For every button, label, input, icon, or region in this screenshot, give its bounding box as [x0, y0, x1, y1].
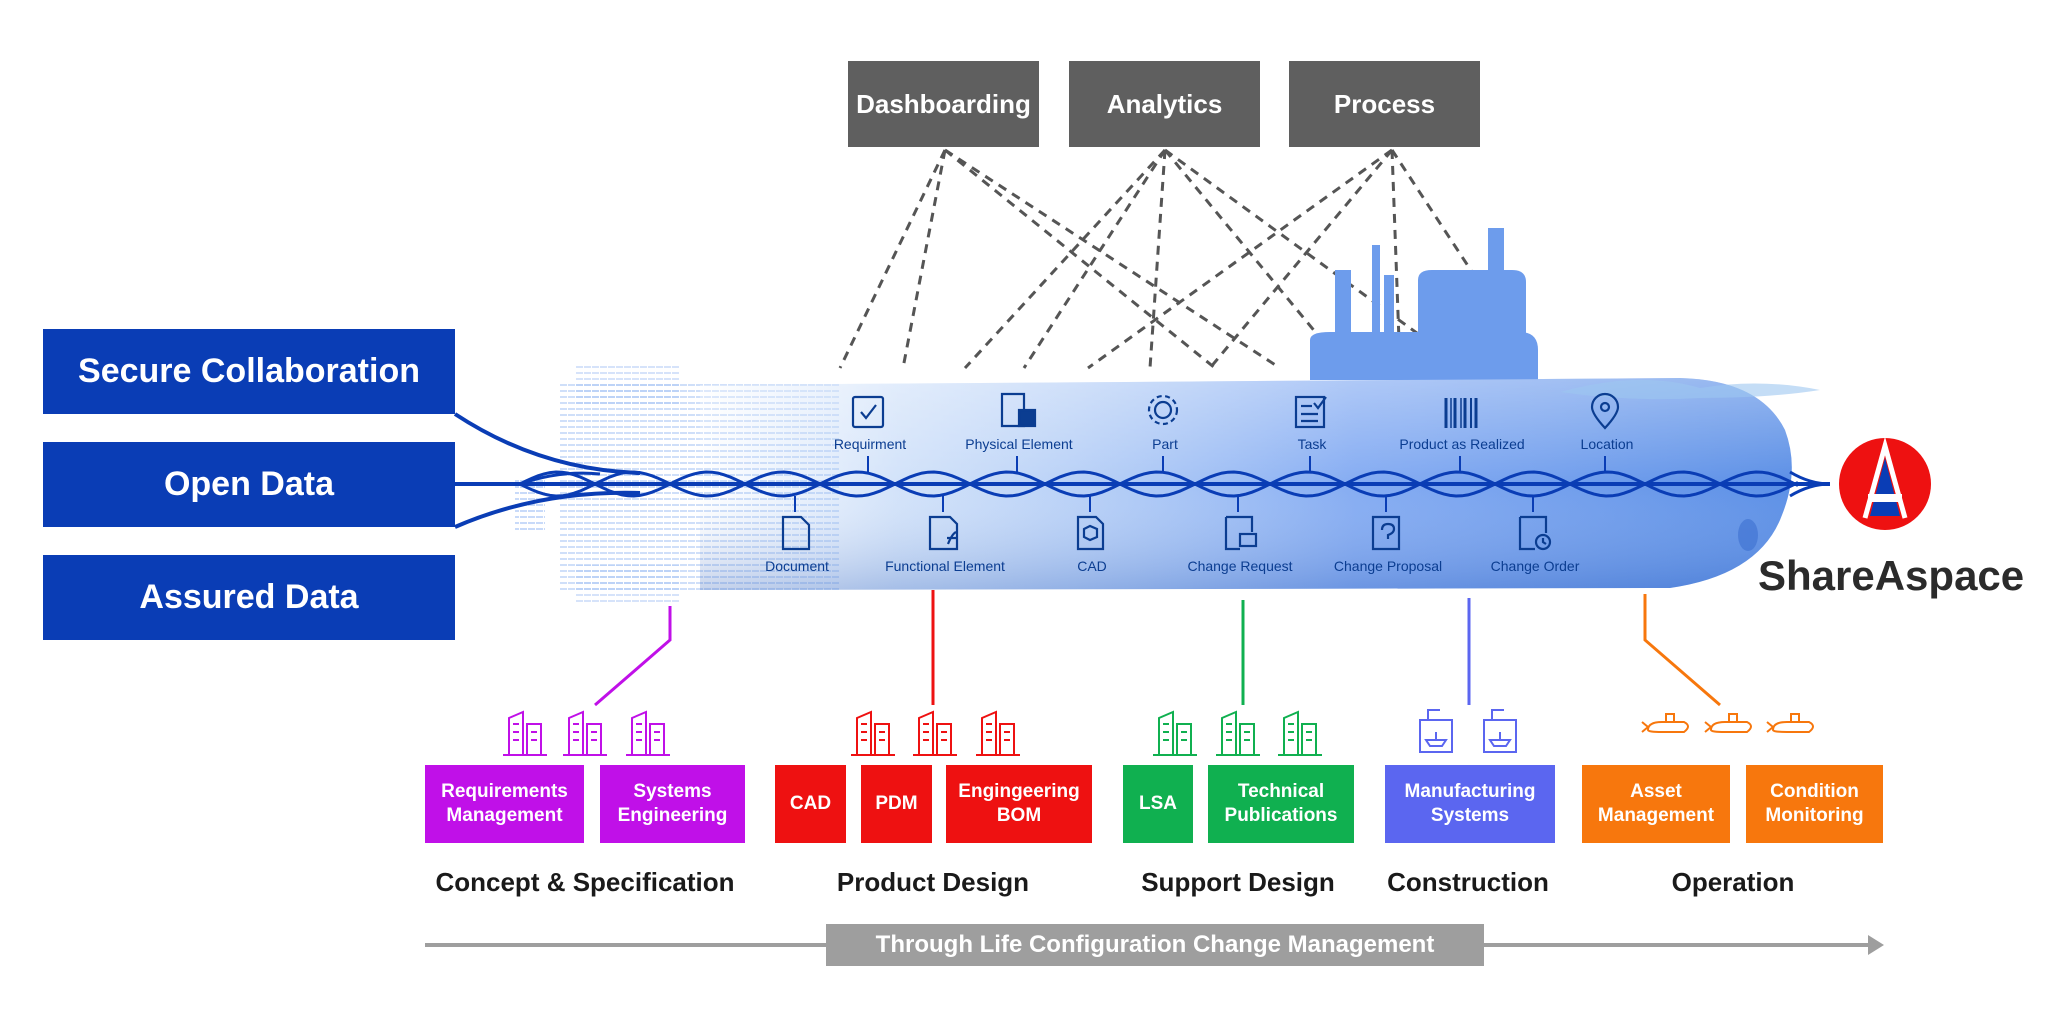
cad-cube-icon	[1076, 515, 1105, 551]
cad-object-label: CAD	[1077, 558, 1107, 574]
open-data-box[interactable]: Open Data	[43, 442, 455, 527]
part-label: Part	[1152, 436, 1178, 452]
buildings-icon	[976, 710, 1020, 756]
water-splash	[1560, 379, 1820, 400]
location-pin-icon	[1590, 392, 1620, 430]
checkbox-icon	[851, 395, 885, 429]
change-order-label: Change Order	[1490, 558, 1580, 574]
change-proposal-label: Change Proposal	[1333, 558, 1443, 574]
shareaspace-logo-icon	[1839, 436, 1931, 530]
document-icon	[781, 515, 811, 551]
function-document-icon	[928, 515, 959, 551]
pdm-box[interactable]: PDM	[861, 765, 932, 843]
cad-app-box[interactable]: CAD	[775, 765, 846, 843]
change-request-icon	[1224, 515, 1258, 551]
buildings-icon	[913, 710, 957, 756]
analytics-box[interactable]: Analytics	[1069, 61, 1260, 147]
shipyard-icon	[1419, 709, 1453, 753]
location-label: Location	[1580, 436, 1634, 452]
condition-monitoring-box[interactable]: Condition Monitoring	[1746, 765, 1883, 843]
requirment-label: Requirment	[833, 436, 907, 452]
phase-construction: Construction	[1387, 867, 1549, 897]
brand-name: ShareAspace	[1758, 552, 2025, 599]
systems-engineering-box[interactable]: Systems Engineering	[600, 765, 745, 843]
task-list-icon	[1294, 395, 1327, 429]
phase-product-design: Product Design	[836, 867, 1030, 897]
buildings-icon	[626, 710, 670, 756]
data-bus-braid	[519, 470, 1831, 498]
technical-publications-box[interactable]: Technical Publications	[1208, 765, 1354, 843]
braid-end	[1789, 482, 1831, 498]
document-label: Document	[765, 558, 829, 574]
buildings-icon	[1153, 710, 1197, 756]
timeline-label: Through Life Configuration Change Manage…	[826, 924, 1484, 966]
barcode-icon	[1444, 398, 1478, 428]
requirements-management-box[interactable]: Requirements Management	[425, 765, 584, 843]
manufacturing-systems-box[interactable]: Manufacturing Systems	[1385, 765, 1555, 843]
shipyard-icon	[1483, 709, 1517, 753]
task-label: Task	[1297, 436, 1327, 452]
buildings-icon	[851, 710, 895, 756]
conning-tower	[1310, 228, 1538, 380]
gear-icon	[1147, 394, 1179, 426]
bus-taps	[794, 456, 1606, 512]
change-order-icon	[1518, 515, 1552, 551]
submarine-icon	[1704, 713, 1752, 733]
physical-element-icon	[1000, 392, 1037, 428]
change-request-label: Change Request	[1187, 558, 1293, 574]
submarine-icon	[1641, 713, 1689, 733]
phase-support-design: Support Design	[1141, 867, 1335, 897]
asset-management-box[interactable]: Asset Management	[1582, 765, 1730, 843]
dashboarding-box[interactable]: Dashboarding	[848, 61, 1039, 147]
change-proposal-icon	[1371, 515, 1401, 551]
phase-concept-specification: Concept & Specification	[435, 867, 735, 897]
buildings-icon	[503, 710, 547, 756]
process-box[interactable]: Process	[1289, 61, 1480, 147]
braid-strand	[519, 470, 1799, 498]
product-as-realized-label: Product as Realized	[1399, 436, 1525, 452]
phase-operation: Operation	[1671, 867, 1795, 897]
lsa-box[interactable]: LSA	[1123, 765, 1193, 843]
dashed-connectors	[838, 148, 1537, 370]
assured-data-box[interactable]: Assured Data	[43, 555, 455, 640]
phase-connectors	[594, 590, 1721, 707]
buildings-icon	[1278, 710, 1322, 756]
secure-collaboration-box[interactable]: Secure Collaboration	[43, 329, 455, 414]
submarine-icon	[1766, 713, 1814, 733]
functional-element-label: Functional Element	[885, 558, 1005, 574]
buildings-icon	[1216, 710, 1260, 756]
phase-icons	[503, 709, 1814, 756]
braid-strand	[519, 470, 1799, 498]
buildings-icon	[563, 710, 607, 756]
engineering-bom-box[interactable]: Engingeering BOM	[946, 765, 1092, 843]
physical-element-label: Physical Element	[965, 436, 1073, 452]
